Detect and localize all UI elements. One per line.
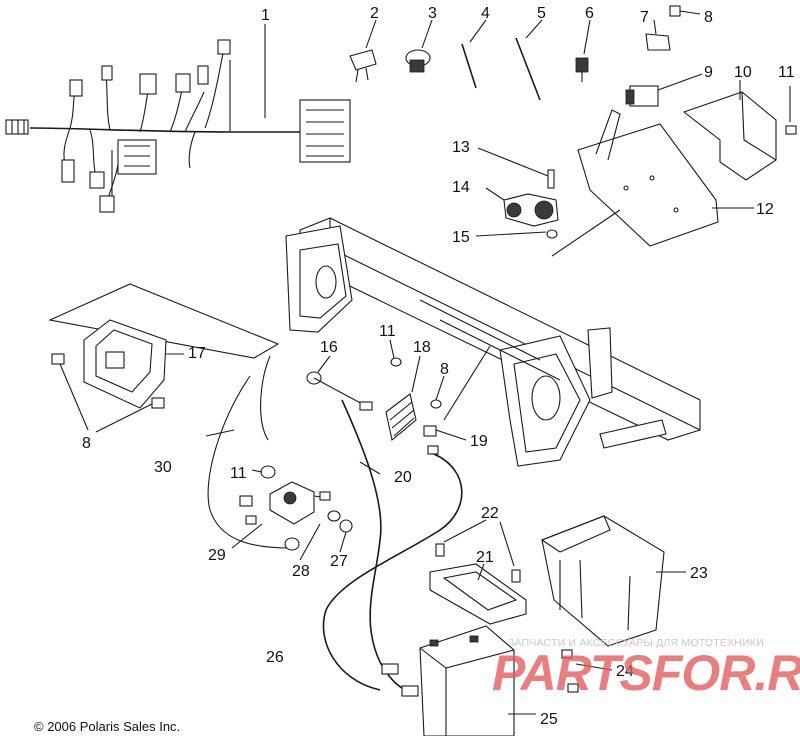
callout-labels: 1 2 3 4 5 6 7 8 9 10 11 12 13 14 15 16 1… bbox=[82, 5, 795, 728]
callout-9: 9 bbox=[704, 64, 713, 81]
callout-15: 15 bbox=[452, 229, 470, 246]
callout-19: 19 bbox=[470, 433, 488, 450]
callout-22: 22 bbox=[481, 505, 499, 522]
callout-16: 16 bbox=[320, 339, 338, 356]
callout-8c: 8 bbox=[82, 435, 91, 452]
solenoid-assembly bbox=[475, 147, 559, 239]
callout-29: 29 bbox=[208, 547, 226, 564]
vehicle-frame bbox=[285, 217, 701, 467]
callout-10: 10 bbox=[734, 64, 752, 81]
callout-21: 21 bbox=[476, 549, 494, 566]
callout-13: 13 bbox=[452, 139, 470, 156]
copyright-notice: © 2006 Polaris Sales Inc. bbox=[34, 719, 181, 734]
electrical-tray bbox=[551, 80, 797, 257]
callout-30: 30 bbox=[154, 459, 172, 476]
wire-harness bbox=[5, 24, 351, 213]
callout-6: 6 bbox=[585, 5, 594, 22]
starter-solenoid bbox=[231, 465, 353, 561]
callout-23: 23 bbox=[690, 565, 708, 582]
callout-20: 20 bbox=[394, 469, 412, 486]
callout-5: 5 bbox=[537, 5, 546, 22]
callout-12: 12 bbox=[756, 201, 774, 218]
callout-8b: 8 bbox=[440, 361, 449, 378]
callout-27: 27 bbox=[330, 553, 348, 570]
callout-11c: 11 bbox=[230, 465, 247, 482]
callout-25: 25 bbox=[540, 711, 558, 728]
callout-8: 8 bbox=[704, 9, 713, 26]
callout-11: 11 bbox=[778, 64, 795, 81]
callout-1: 1 bbox=[261, 7, 270, 24]
watermark-brand-logo: PARTSFOR.RU bbox=[492, 645, 800, 701]
callout-24: 24 bbox=[616, 663, 634, 680]
cover-plate bbox=[48, 283, 280, 433]
callout-18: 18 bbox=[413, 339, 431, 356]
callout-2: 2 bbox=[370, 5, 379, 22]
callout-26: 26 bbox=[266, 649, 284, 666]
callout-28: 28 bbox=[292, 563, 310, 580]
callout-14: 14 bbox=[452, 179, 470, 196]
callout-11b: 11 bbox=[379, 323, 396, 340]
callout-4: 4 bbox=[481, 5, 490, 22]
small-parts-top bbox=[349, 5, 703, 107]
callout-3: 3 bbox=[428, 5, 437, 22]
mount-hardware bbox=[306, 339, 467, 455]
battery-cables bbox=[205, 355, 463, 697]
callout-7: 7 bbox=[640, 9, 649, 26]
battery-holddown-and-box bbox=[429, 515, 686, 647]
battery bbox=[419, 625, 613, 736]
watermark-tagline: ЗАПЧАСТИ И АКСЕССУАРЫ ДЛЯ МОТОТЕХНИКИ bbox=[508, 637, 764, 649]
callout-17: 17 bbox=[188, 345, 206, 362]
